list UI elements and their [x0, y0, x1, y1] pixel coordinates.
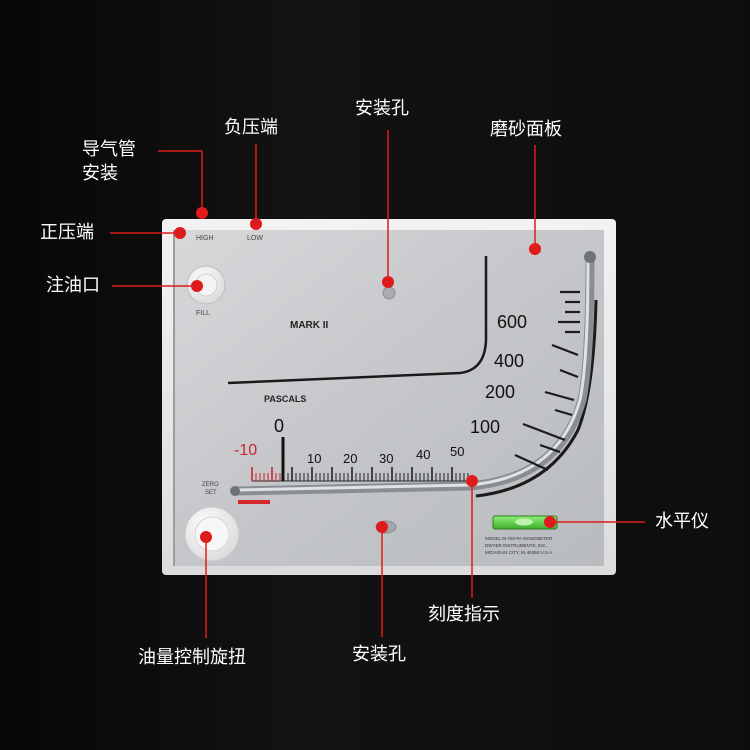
- scale-label-0: 0: [274, 416, 284, 436]
- scale-label-400: 400: [494, 351, 524, 371]
- glass-tube-highlight: [233, 258, 590, 492]
- callout-dots: [174, 207, 556, 543]
- inner-reference-line: [227, 256, 488, 385]
- plate-line-2: DWYER INSTRUMENTS, INC.: [485, 543, 547, 548]
- outer-scale-curve: [475, 299, 598, 498]
- leader-air-tube: [158, 150, 203, 213]
- unit-label: PASCALS: [264, 394, 306, 404]
- scale-tick: [544, 390, 575, 402]
- callout-scale-indicator: 刻度指示: [428, 604, 500, 625]
- dot-scale-indicator: [466, 475, 478, 487]
- dot-frosted-panel: [529, 243, 541, 255]
- callout-positive-port: 正压端: [40, 222, 94, 243]
- oil-red-segment: [238, 500, 270, 504]
- scale-tick: [539, 443, 561, 454]
- horizontal-scale-ticks: [251, 467, 469, 481]
- callout-air-tube-line2: 安装: [82, 163, 118, 184]
- tube-top-cap: [584, 251, 596, 263]
- dot-positive-port: [174, 227, 186, 239]
- zero-set-knob-inner: [194, 516, 230, 552]
- callout-mount-hole-top: 安装孔: [355, 98, 409, 119]
- scale-tick: [559, 368, 579, 379]
- vertical-scale-ticks: [514, 290, 580, 472]
- high-port-label: HIGH: [196, 235, 214, 242]
- scale-tick: [514, 453, 549, 472]
- dot-level: [544, 516, 556, 528]
- tube-left-cap: [230, 486, 240, 496]
- scale-tick: [522, 422, 566, 442]
- dot-air-tube: [196, 207, 208, 219]
- callout-mount-hole-bottom: 安装孔: [352, 644, 406, 665]
- dot-negative-port: [250, 218, 262, 230]
- scale-label-40: 40: [416, 447, 430, 462]
- plate-line-3: MICHIGAN CITY, IN 46360 U.S.A.: [485, 550, 553, 555]
- plate-line-1: MODEL M-750-PA MANOMETER: [485, 536, 553, 541]
- model-label: MARK II: [290, 320, 329, 331]
- mount-hole-top: [382, 286, 396, 300]
- bubble: [515, 518, 533, 526]
- scale-label-100: 100: [470, 417, 500, 437]
- callout-fill-port: 注油口: [46, 275, 100, 296]
- callout-air-tube-line1: 导气管: [82, 139, 136, 160]
- callout-level: 水平仪: [655, 511, 709, 532]
- callout-leaders: [110, 130, 645, 638]
- zero-set-label-line2: SET: [205, 490, 217, 496]
- callout-negative-port: 负压端: [224, 117, 278, 138]
- zero-set-label-line1: ZERO: [202, 482, 219, 488]
- scale-tick: [554, 408, 573, 417]
- callout-frosted-panel: 磨砂面板: [490, 119, 562, 140]
- callout-oil-knob: 油量控制旋扭: [138, 647, 246, 668]
- dot-mount-bottom: [376, 521, 388, 533]
- low-port-label: LOW: [247, 235, 263, 242]
- scale-label-10: 10: [307, 451, 321, 466]
- dot-mount-top: [382, 276, 394, 288]
- callout-air-tube: 导气管 安装: [82, 138, 136, 186]
- scale-label-30: 30: [379, 451, 393, 466]
- dot-oil-knob: [200, 531, 212, 543]
- scale-tick: [551, 343, 579, 357]
- scale-label-neg10: -10: [234, 442, 257, 459]
- fill-label: FILL: [196, 310, 210, 317]
- scale-label-50: 50: [450, 444, 464, 459]
- scale-label-20: 20: [343, 451, 357, 466]
- dot-fill-port: [191, 280, 203, 292]
- scale-label-600: 600: [497, 312, 527, 332]
- scale-label-200: 200: [485, 382, 515, 402]
